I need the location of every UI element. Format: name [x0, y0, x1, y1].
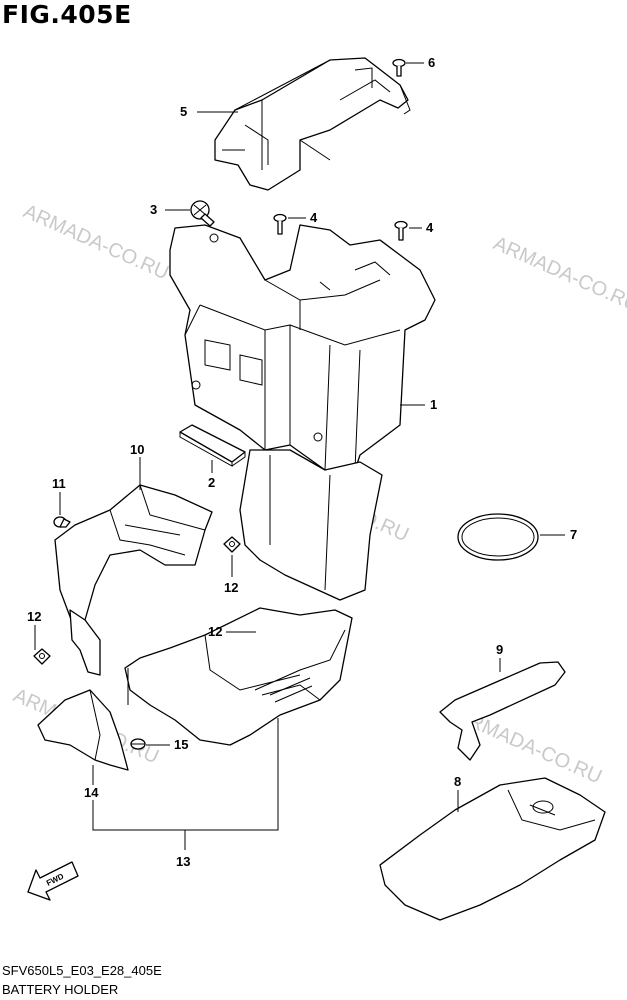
part-10-side-strip[interactable] — [69, 609, 101, 676]
part-10-cover[interactable] — [54, 484, 213, 631]
part-11-bolt[interactable] — [53, 516, 71, 528]
part-12-clip-c[interactable] — [33, 648, 51, 665]
callout-4: 4 — [426, 220, 434, 235]
leader-lines — [34, 62, 565, 850]
part-1-battery-holder[interactable] — [169, 224, 436, 471]
callouts: 5 6 3 4 4 1 2 7 10 11 12 12 12 15 14 9 8… — [27, 55, 577, 869]
callout-7: 7 — [570, 527, 577, 542]
callout-12: 12 — [224, 580, 238, 595]
callout-1: 1 — [430, 397, 437, 412]
callout-14: 14 — [84, 785, 99, 800]
callout-2: 2 — [208, 475, 215, 490]
callout-13: 13 — [176, 854, 190, 869]
part-3-bolt[interactable] — [190, 200, 215, 227]
callout-10: 10 — [130, 442, 144, 457]
part-5-bracket[interactable] — [214, 57, 411, 191]
part-12-clip-a[interactable] — [223, 536, 241, 553]
figure-name: BATTERY HOLDER — [2, 982, 119, 997]
part-7-band[interactable] — [457, 513, 539, 561]
callout-6: 6 — [428, 55, 435, 70]
callout-9: 9 — [496, 642, 503, 657]
part-15-bolt[interactable] — [130, 738, 146, 750]
callout-5: 5 — [180, 104, 187, 119]
callout-11: 11 — [52, 476, 66, 491]
callout-4: 4 — [310, 210, 318, 225]
callout-15: 15 — [174, 737, 188, 752]
part-1-lower-flap[interactable] — [239, 449, 383, 601]
callout-8: 8 — [454, 774, 461, 789]
part-4-screw-b[interactable] — [394, 220, 408, 241]
fwd-arrow: FWD — [27, 861, 79, 901]
part-4-screw-a[interactable] — [273, 213, 287, 235]
callout-12: 12 — [27, 609, 41, 624]
figure-title: FIG.405E — [2, 0, 132, 29]
callout-12: 12 — [208, 624, 222, 639]
part-2-pad[interactable] — [179, 424, 246, 467]
model-code: SFV650L5_E03_E28_405E — [2, 963, 162, 978]
part-8-tool-bag[interactable] — [379, 777, 606, 921]
part-14-piece[interactable] — [37, 689, 129, 771]
callout-3: 3 — [150, 202, 157, 217]
part-9-wrench[interactable] — [439, 661, 566, 761]
part-13-cover[interactable] — [124, 607, 353, 746]
part-6-screw[interactable] — [392, 58, 406, 77]
watermark: ARMADA-CO.RU — [490, 232, 627, 316]
